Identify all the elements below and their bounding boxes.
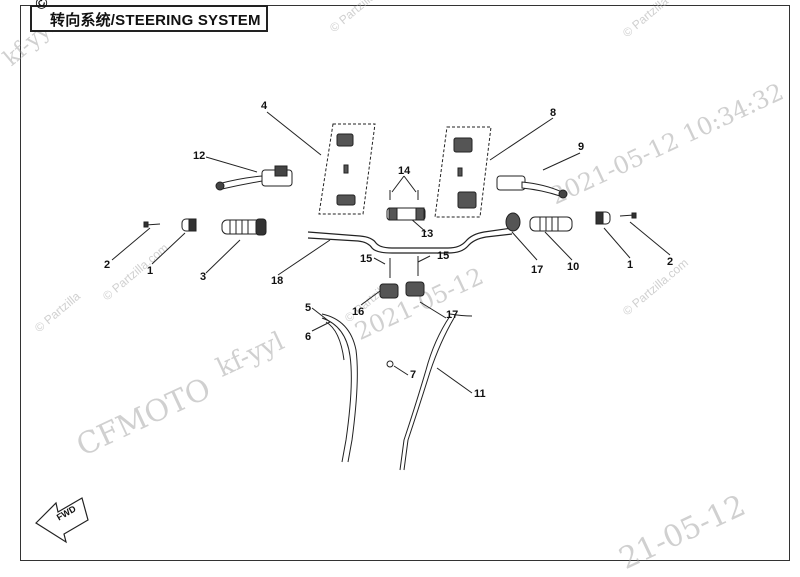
callout-17: 17 (446, 309, 459, 321)
switch-parts (336, 133, 477, 209)
callout-1-right: 1 (627, 259, 634, 271)
bar-ends (143, 211, 637, 232)
callout-1-left: 1 (147, 265, 154, 277)
leader-15b (417, 255, 431, 263)
leader-19 (277, 239, 331, 276)
right-grip (505, 212, 573, 232)
handlebar (307, 227, 513, 254)
diagram-frame (20, 5, 790, 561)
leader-9 (542, 152, 581, 171)
riser-parts (379, 256, 425, 299)
leader-1a (151, 232, 186, 265)
callout-2-right: 2 (667, 256, 674, 268)
clamp-and-bolts (386, 190, 426, 221)
callout-4: 4 (261, 100, 268, 112)
leader-4 (266, 111, 322, 156)
callout-12: 12 (193, 150, 206, 162)
cables (321, 313, 473, 471)
callout-9: 9 (578, 141, 585, 153)
fwd-arrow (35, 497, 89, 544)
parts-drawing (35, 111, 671, 544)
callout-5: 5 (305, 302, 312, 314)
callout-2-left: 2 (104, 259, 111, 271)
leader-8 (489, 117, 554, 161)
callout-6: 6 (305, 331, 312, 343)
leader-6 (311, 321, 331, 332)
callout-3: 3 (200, 271, 207, 283)
leader-10 (544, 231, 573, 261)
leader-11 (436, 367, 473, 394)
left-grip (221, 218, 267, 236)
leader-17 (419, 301, 447, 319)
leader-15a (373, 257, 386, 265)
leader-3 (205, 239, 241, 274)
title-box (30, 5, 268, 32)
right-lever (496, 175, 568, 199)
callout-14: 14 (398, 165, 411, 177)
leader-12 (205, 156, 258, 173)
leader-2b (629, 221, 671, 256)
callout-15-right: 15 (437, 250, 450, 262)
callout-16: 16 (352, 306, 365, 318)
leader-7 (393, 365, 409, 376)
left-lever (215, 165, 293, 191)
callout-13: 13 (421, 228, 434, 240)
leader-16 (360, 290, 381, 306)
callout-19: 18 (271, 275, 284, 287)
leader-2a (111, 227, 151, 261)
leader-18 (511, 231, 538, 261)
callout-11: 11 (474, 388, 486, 400)
leader-14a (391, 175, 405, 193)
callout-18: 17 (531, 264, 544, 276)
callout-7: 7 (410, 369, 417, 381)
leader-14b (403, 175, 417, 193)
callout-10: 10 (567, 261, 580, 273)
callout-8: 8 (550, 107, 557, 119)
page-title: 转向系统/STEERING SYSTEM (50, 12, 261, 29)
leader-1b (603, 227, 631, 259)
left-switch-box (318, 123, 376, 215)
callout-15-left: 15 (360, 253, 373, 265)
